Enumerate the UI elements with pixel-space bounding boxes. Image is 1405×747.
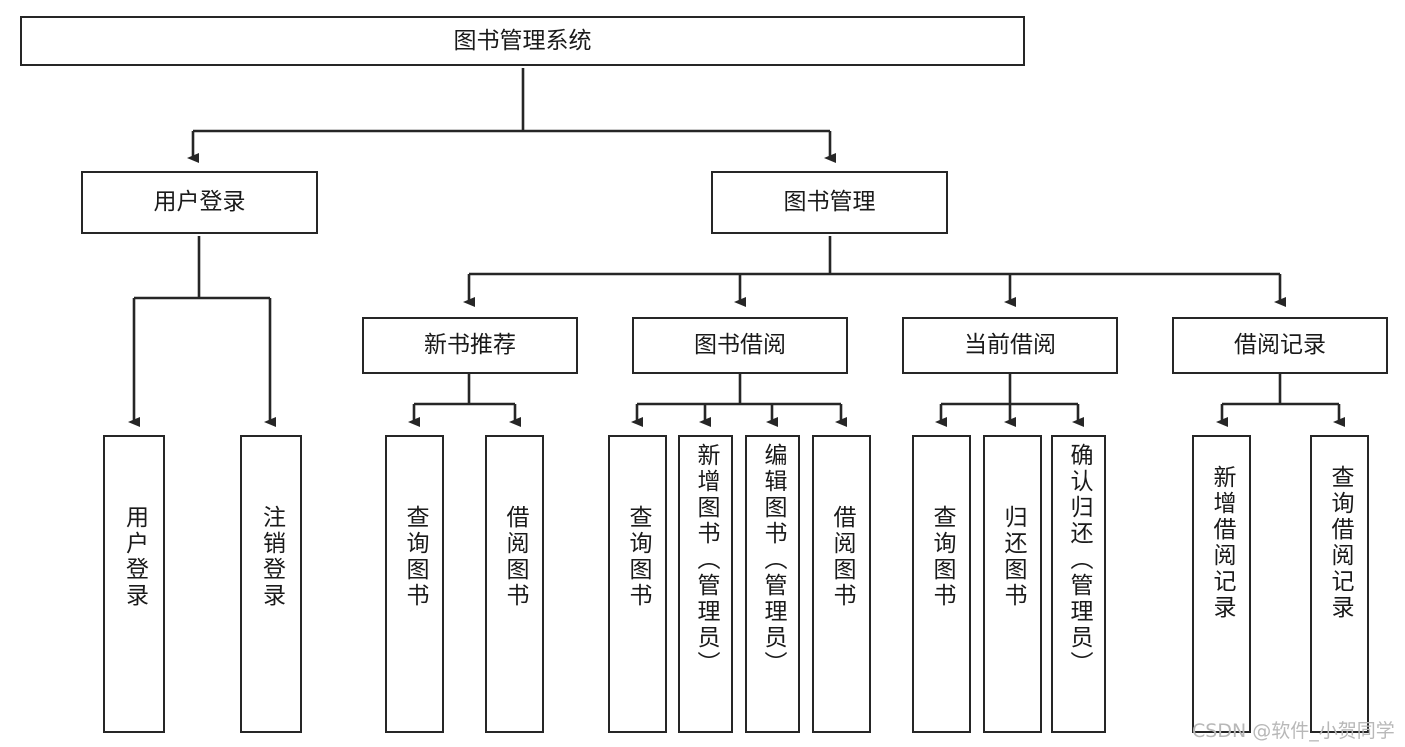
node-leaf-add-record[interactable]: 新增借阅记录	[1192, 435, 1251, 733]
node-leaf-user-logout[interactable]: 注销登录	[240, 435, 302, 733]
node-book-borrow[interactable]: 图书借阅	[632, 317, 848, 374]
node-leaf-user-login-label: 用户登录	[121, 505, 148, 609]
node-leaf-query-book-3-label: 查询图书	[929, 505, 955, 609]
node-leaf-borrow-book-1[interactable]: 借阅图书	[485, 435, 544, 733]
node-user-login[interactable]: 用户登录	[81, 171, 318, 234]
node-leaf-query-book-1[interactable]: 查询图书	[385, 435, 444, 733]
node-current-borrow-label: 当前借阅	[964, 332, 1056, 358]
watermark: CSDN @软件_小贺同学	[1192, 720, 1395, 742]
node-leaf-return-book[interactable]: 归还图书	[983, 435, 1042, 733]
node-leaf-user-login[interactable]: 用户登录	[103, 435, 165, 733]
node-leaf-confirm-return-label: 确认归还（管理员）	[1066, 443, 1092, 677]
node-new-book-rec-label: 新书推荐	[424, 332, 516, 358]
node-leaf-add-book-label: 新增图书（管理员）	[693, 443, 719, 677]
node-leaf-user-logout-label: 注销登录	[258, 505, 285, 609]
node-leaf-query-book-3[interactable]: 查询图书	[912, 435, 971, 733]
node-leaf-query-record-label: 查询借阅记录	[1327, 465, 1353, 621]
node-leaf-query-book-2[interactable]: 查询图书	[608, 435, 667, 733]
node-leaf-borrow-book-2[interactable]: 借阅图书	[812, 435, 871, 733]
node-new-book-rec[interactable]: 新书推荐	[362, 317, 578, 374]
node-leaf-borrow-book-2-label: 借阅图书	[829, 505, 855, 609]
node-root[interactable]: 图书管理系统	[20, 16, 1025, 66]
node-book-mgmt[interactable]: 图书管理	[711, 171, 948, 234]
node-borrow-record-label: 借阅记录	[1234, 332, 1326, 358]
node-leaf-query-book-2-label: 查询图书	[625, 505, 651, 609]
node-book-borrow-label: 图书借阅	[694, 332, 786, 358]
node-leaf-query-book-1-label: 查询图书	[402, 505, 428, 609]
node-leaf-edit-book[interactable]: 编辑图书（管理员）	[745, 435, 800, 733]
node-book-mgmt-label: 图书管理	[783, 189, 876, 215]
node-leaf-return-book-label: 归还图书	[1000, 505, 1026, 609]
node-root-label: 图书管理系统	[453, 27, 592, 54]
node-user-login-label: 用户登录	[153, 189, 246, 215]
node-leaf-query-record[interactable]: 查询借阅记录	[1310, 435, 1369, 733]
node-leaf-add-book[interactable]: 新增图书（管理员）	[678, 435, 733, 733]
node-current-borrow[interactable]: 当前借阅	[902, 317, 1118, 374]
node-leaf-add-record-label: 新增借阅记录	[1209, 465, 1235, 621]
node-leaf-edit-book-label: 编辑图书（管理员）	[760, 443, 786, 677]
node-leaf-borrow-book-1-label: 借阅图书	[502, 505, 528, 609]
node-borrow-record[interactable]: 借阅记录	[1172, 317, 1388, 374]
node-leaf-confirm-return[interactable]: 确认归还（管理员）	[1051, 435, 1106, 733]
